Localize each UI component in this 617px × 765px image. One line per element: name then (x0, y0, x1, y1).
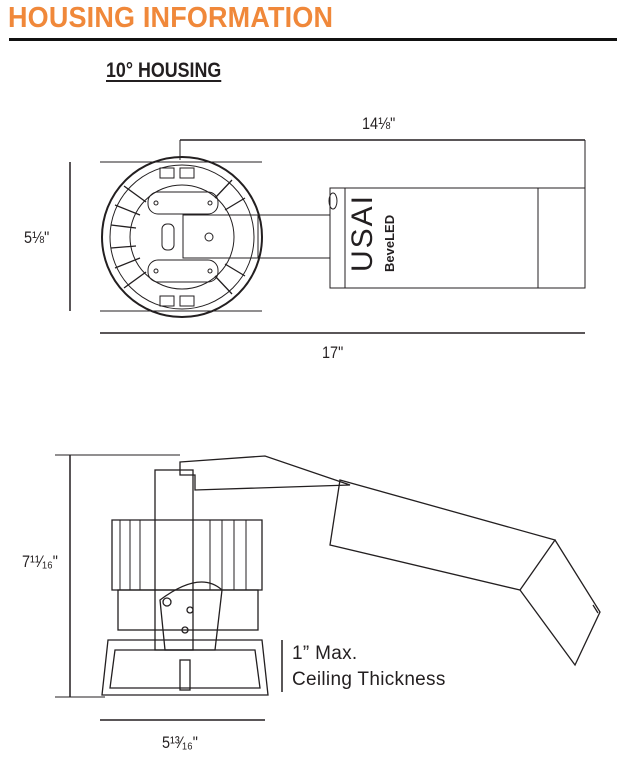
section-title: HOUSING INFORMATION (8, 2, 334, 34)
dimension-trim-width: 5¹³⁄₁₆" (162, 733, 198, 752)
dimension-overall-width: 14⅛" (362, 114, 396, 133)
logo-brand: USAI (346, 193, 379, 272)
side-view-housing (101, 455, 601, 696)
ceiling-note-line2: Ceiling Thickness (292, 669, 446, 690)
side-dimension-lines (55, 454, 283, 721)
title-divider (9, 38, 617, 41)
logo-product: BeveLED (382, 214, 397, 272)
top-view-housing (101, 156, 586, 318)
dimension-top-height: 5⅛" (24, 228, 50, 247)
housing-subtitle: 10° HOUSING (106, 59, 222, 82)
top-dimension-lines (69, 139, 586, 334)
dimension-total-length: 17" (322, 343, 344, 362)
dimension-side-height: 7¹¹⁄₁₆" (22, 552, 58, 571)
ceiling-note-line1: 1” Max. (292, 643, 358, 664)
